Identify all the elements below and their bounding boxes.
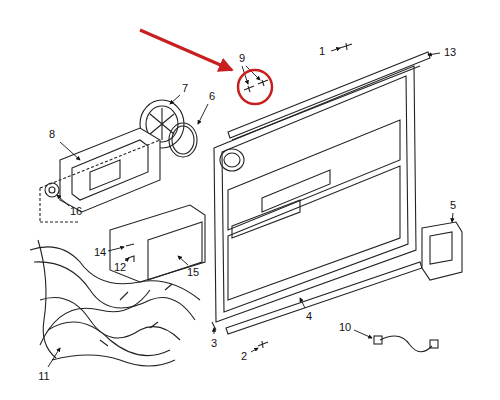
callout-number: 2	[240, 351, 248, 362]
callout-number: 14	[93, 247, 107, 258]
callout-number: 12	[113, 262, 127, 273]
callout-number: 11	[37, 371, 50, 382]
callout-number: 3	[210, 338, 218, 349]
callout-number: 13	[443, 47, 457, 58]
callout-number: 5	[449, 200, 457, 211]
callout-number: 10	[338, 322, 352, 333]
callout-number: 8	[48, 129, 56, 140]
callout-number: 7	[181, 83, 189, 94]
callout-number: 6	[208, 91, 216, 102]
callout-number: 4	[305, 311, 313, 322]
callout-number: 16	[69, 206, 83, 217]
callout-number: 15	[186, 267, 200, 278]
callout-number: 1	[318, 46, 326, 57]
callout-number: 9	[238, 53, 246, 64]
